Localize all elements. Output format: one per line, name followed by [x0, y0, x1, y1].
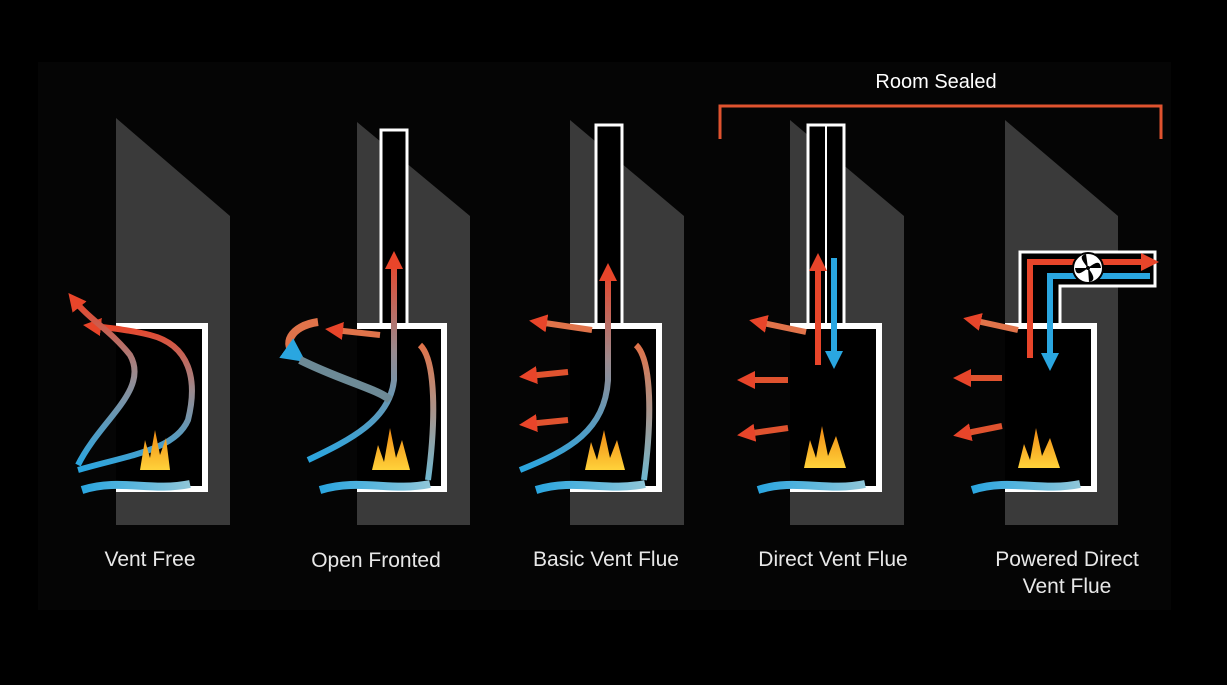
flame-icon: [804, 426, 846, 468]
flame-icon: [372, 428, 410, 470]
panel-label-line: Basic Vent Flue: [533, 548, 679, 571]
panel-label-line: Open Fronted: [311, 549, 441, 572]
panel-label-line: Vent Free: [104, 548, 196, 571]
panel-label-line: Vent Flue: [1022, 575, 1112, 598]
flame-icon: [140, 430, 170, 470]
flame-icon: [585, 430, 625, 470]
panel-label-vent-free: Vent Free: [70, 546, 230, 573]
direct-vent-flue-diagram: [737, 120, 904, 525]
room-sealed-bracket: [718, 104, 1163, 139]
vent-free-diagram: [68, 118, 230, 525]
panel-label-powered-direct-vent-flue: Powered Direct Vent Flue: [972, 546, 1162, 600]
flame-icon: [1018, 428, 1060, 468]
panel-label-line: Powered Direct: [995, 548, 1139, 571]
fan-icon: [1072, 252, 1104, 284]
room-sealed-label: Room Sealed: [875, 71, 997, 93]
powered-direct-vent-flue-diagram: [953, 120, 1159, 525]
panel-label-line: Direct Vent Flue: [758, 548, 908, 571]
panel-label-open-fronted: Open Fronted: [290, 547, 462, 574]
panel-label-basic-vent-flue: Basic Vent Flue: [520, 546, 692, 573]
open-fronted-diagram: [279, 122, 470, 525]
basic-vent-flue-diagram: [518, 120, 684, 525]
panel-label-direct-vent-flue: Direct Vent Flue: [738, 546, 928, 573]
